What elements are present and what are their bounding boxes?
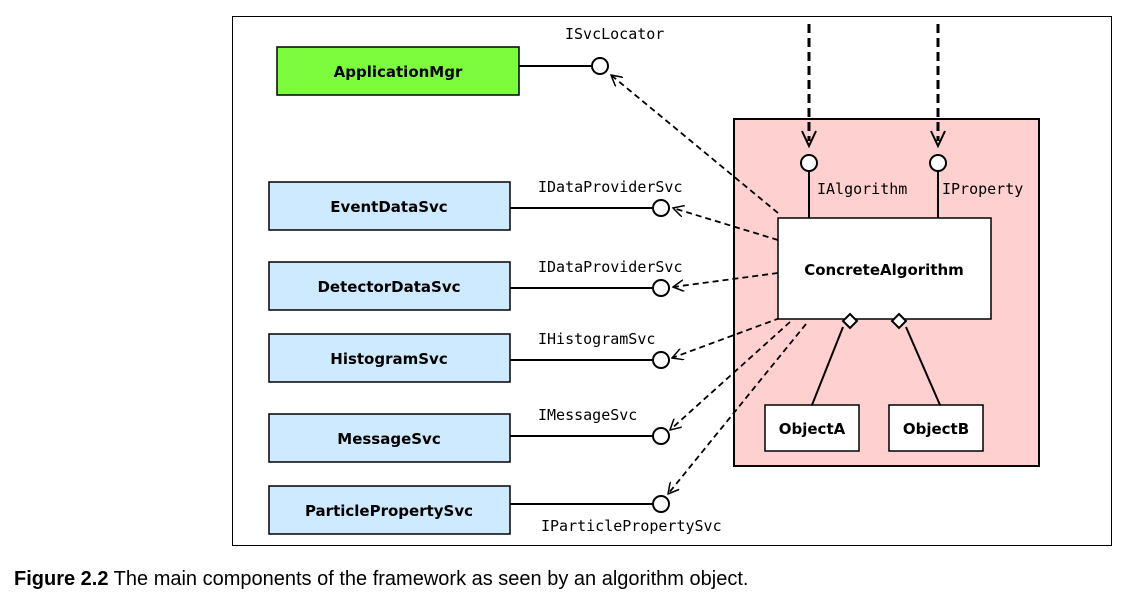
object-a-box: ObjectA <box>764 404 860 452</box>
interface-label: IMessageSvc <box>538 406 637 424</box>
algorithm-interface-label: IAlgorithm <box>817 180 907 198</box>
object-label: ObjectA <box>779 420 846 438</box>
algorithm-interface-connectors <box>800 154 947 218</box>
service-box-message-svc: MessageSvc <box>268 413 511 463</box>
service-box-detector-data-svc: DetectorDataSvc <box>268 261 511 311</box>
service-box-histogram-svc: HistogramSvc <box>268 333 511 383</box>
interface-label: IDataProviderSvc <box>538 178 683 196</box>
service-label: EventDataSvc <box>330 198 447 216</box>
service-label: MessageSvc <box>337 430 440 448</box>
incoming-arrows <box>807 24 940 141</box>
aggregation-links <box>811 312 941 406</box>
concrete-algorithm-box: ConcreteAlgorithm <box>777 217 992 320</box>
service-label: ParticlePropertySvc <box>305 502 473 520</box>
algorithm-label: ConcreteAlgorithm <box>804 261 964 279</box>
interface-label: IDataProviderSvc <box>538 258 683 276</box>
object-label: ObjectB <box>903 420 969 438</box>
interface-connector <box>510 57 670 513</box>
interface-label: ISvcLocator <box>565 25 664 43</box>
service-label: DetectorDataSvc <box>317 278 460 296</box>
figure-number: Figure 2.2 <box>14 568 109 590</box>
service-label: HistogramSvc <box>330 350 447 368</box>
service-box-event-data-svc: EventDataSvc <box>268 181 511 231</box>
figure-caption: Figure 2.2 The main components of the fr… <box>14 568 748 591</box>
dependency-arrows <box>611 75 807 494</box>
service-box-particle-property-svc: ParticlePropertySvc <box>268 485 511 535</box>
service-box-application-mgr: ApplicationMgr <box>276 46 520 96</box>
interface-label: IHistogramSvc <box>538 330 655 348</box>
service-label: ApplicationMgr <box>334 63 463 81</box>
interface-label: IParticlePropertySvc <box>541 517 722 535</box>
caption-text: The main components of the framework as … <box>108 568 749 590</box>
object-b-box: ObjectB <box>888 404 984 452</box>
algorithm-interface-label: IProperty <box>942 180 1023 198</box>
